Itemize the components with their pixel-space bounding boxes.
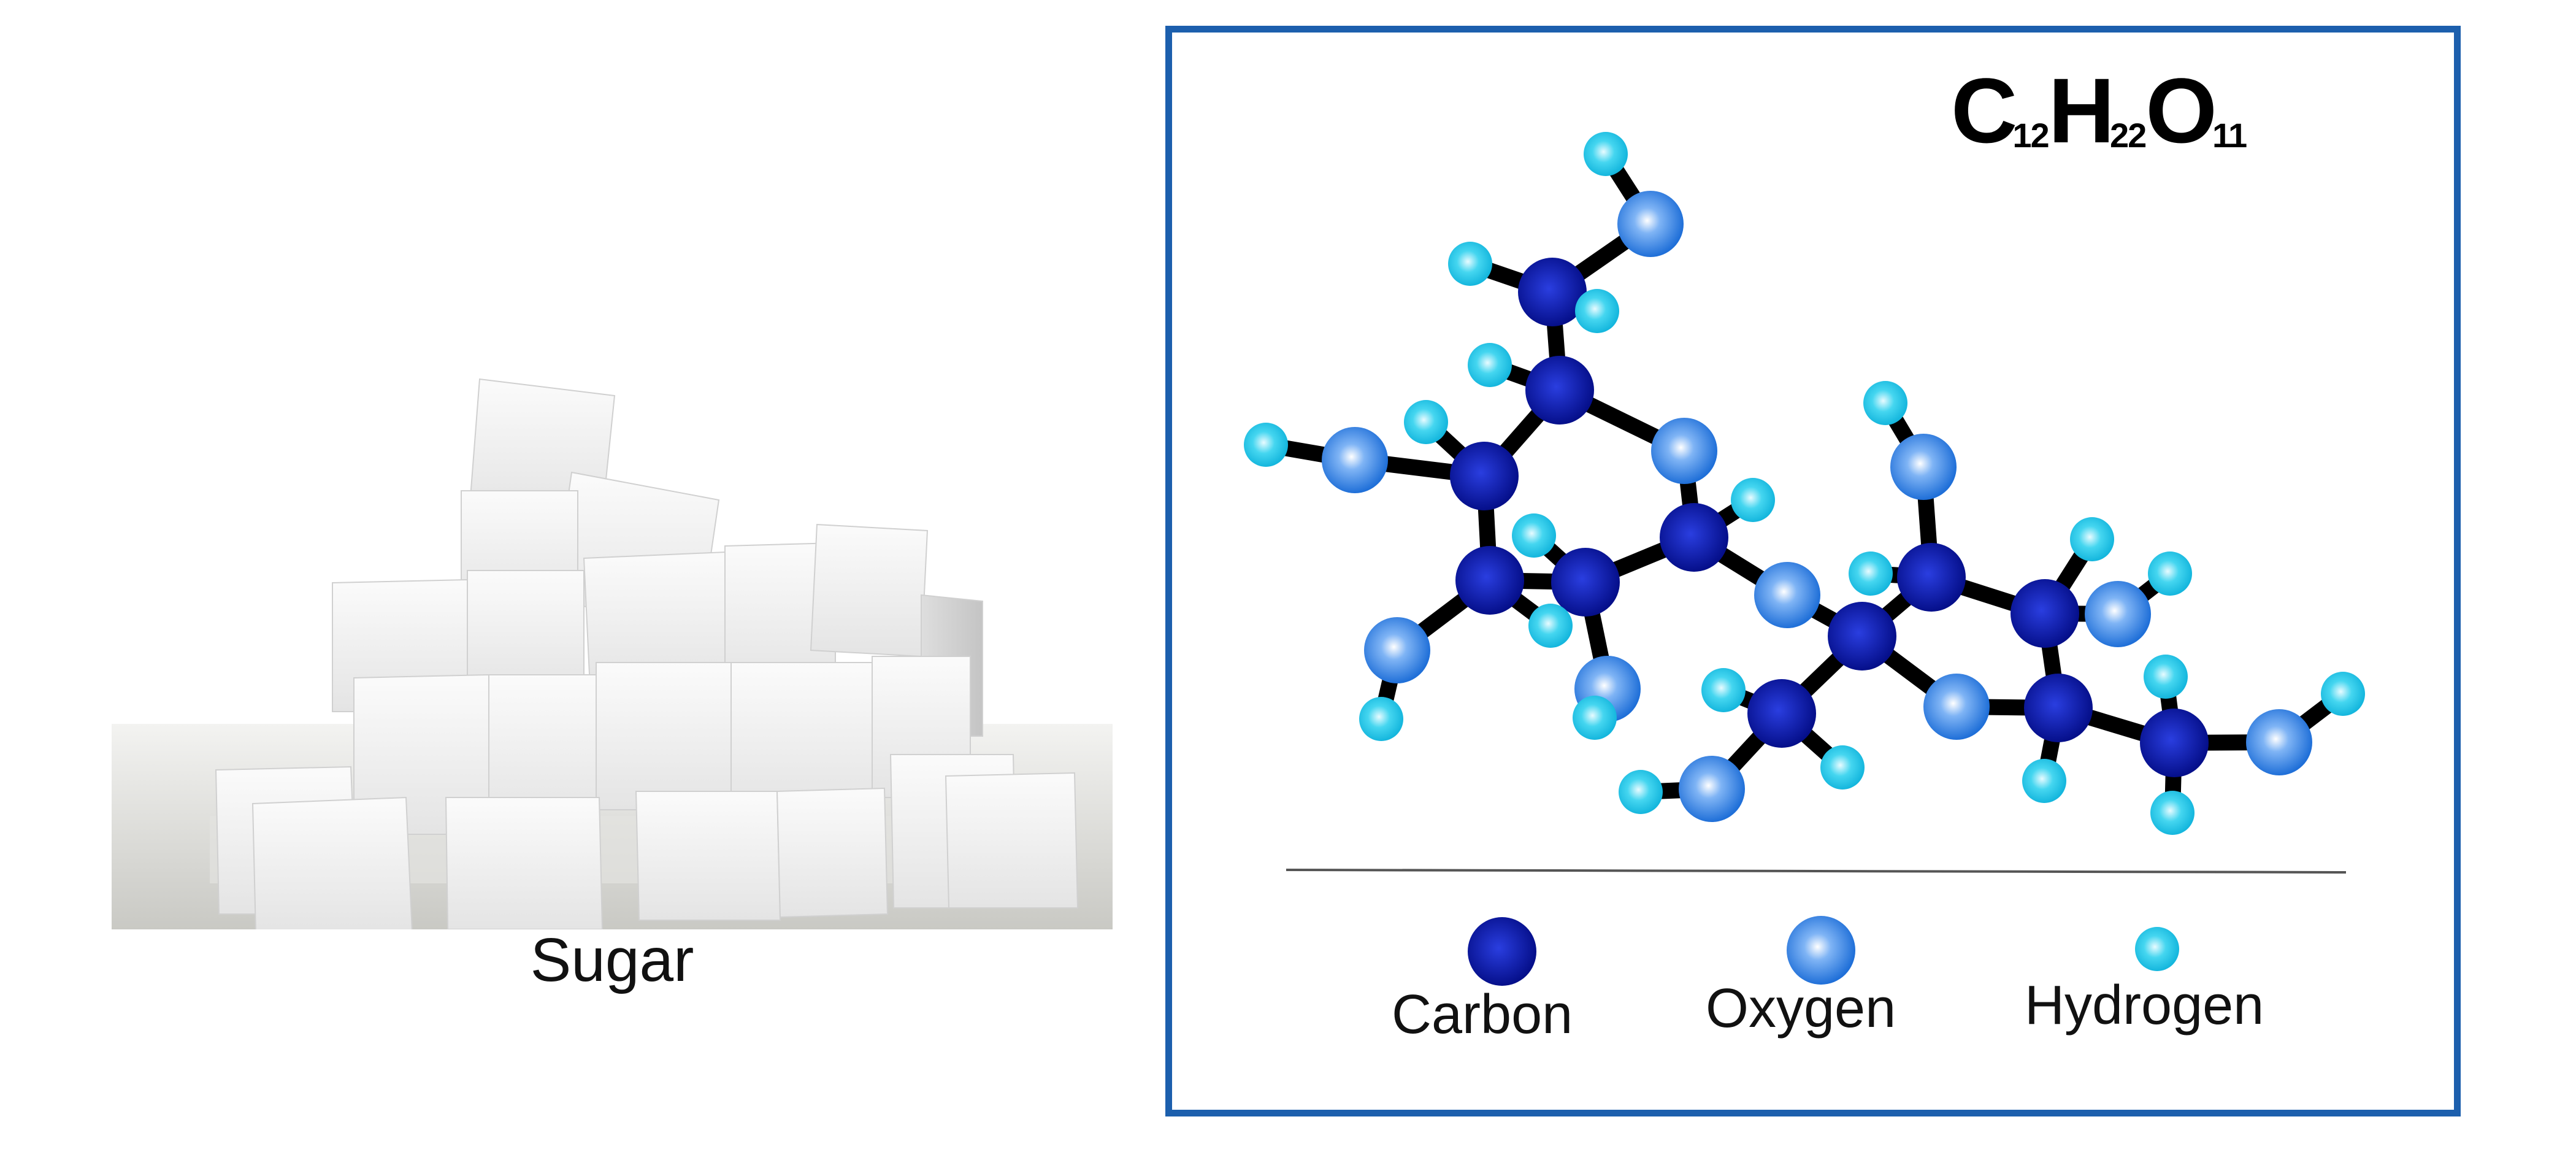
hydrogen-atom xyxy=(1448,242,1492,286)
oxygen-atom xyxy=(1651,418,1717,484)
hydrogen-atom xyxy=(1244,423,1288,467)
carbon-atom xyxy=(1897,543,1966,612)
molecule-panel: C12H22O11 Carbon Oxygen Hydrogen xyxy=(1165,26,2461,1116)
hydrogen-atom xyxy=(2144,655,2188,699)
oxygen-atom xyxy=(1890,434,1957,500)
hydrogen-atom xyxy=(1849,551,1893,596)
carbon-atom xyxy=(1525,356,1594,425)
formula-oxygen-count: 11 xyxy=(2212,116,2247,155)
sucrose-molecule-model xyxy=(1244,132,2365,986)
hydrogen-atom xyxy=(1468,343,1512,387)
oxygen-atom xyxy=(1754,562,1820,628)
hydrogen-atom xyxy=(2022,759,2066,803)
formula-carbon-count: 12 xyxy=(2012,116,2049,155)
legend-label-oxygen: Oxygen xyxy=(1706,978,1896,1039)
formula-hydrogen-count: 22 xyxy=(2109,116,2147,155)
oxygen-atom xyxy=(1679,756,1745,822)
hydrogen-atom xyxy=(1863,381,1907,425)
carbon-atom xyxy=(1747,679,1816,748)
carbon-atom xyxy=(1450,442,1519,510)
carbon-legend-icon xyxy=(1468,917,1536,986)
hydrogen-atom xyxy=(1731,478,1775,522)
oxygen-atom xyxy=(1364,617,1430,683)
hydrogen-atom xyxy=(1404,400,1448,444)
carbon-atom xyxy=(1518,258,1587,326)
formula-carbon-symbol: C xyxy=(1951,59,2017,162)
oxygen-atom xyxy=(2246,709,2312,775)
legend-divider xyxy=(1286,869,2347,874)
carbon-atom xyxy=(1828,602,1896,671)
oxygen-atom xyxy=(1617,191,1684,257)
carbon-atom xyxy=(2140,709,2209,777)
oxygen-atom xyxy=(2085,581,2151,647)
legend-label-carbon: Carbon xyxy=(1392,984,1573,1045)
hydrogen-atom xyxy=(1528,604,1573,648)
oxygen-atom xyxy=(1923,674,1990,740)
hydrogen-atom xyxy=(2070,517,2114,561)
oxygen-atom xyxy=(1322,427,1388,493)
hydrogen-atom xyxy=(2150,791,2195,835)
chemical-formula: C12H22O11 xyxy=(1951,64,2247,156)
hydrogen-legend-icon xyxy=(2135,927,2179,971)
hydrogen-atom xyxy=(1619,770,1663,814)
carbon-atom xyxy=(2011,579,2079,648)
carbon-atom xyxy=(2024,674,2093,742)
photo-caption: Sugar xyxy=(530,926,694,994)
carbon-atom xyxy=(1660,503,1728,572)
hydrogen-atom xyxy=(1359,697,1403,741)
formula-oxygen-symbol: O xyxy=(2145,59,2217,162)
hydrogen-atom xyxy=(1575,289,1619,333)
hydrogen-atom xyxy=(2148,551,2192,596)
hydrogen-atom xyxy=(1573,696,1617,740)
hydrogen-atom xyxy=(1820,745,1865,790)
legend-label-hydrogen: Hydrogen xyxy=(2025,975,2264,1036)
hydrogen-atom xyxy=(2321,672,2365,716)
sugar-cubes-photo xyxy=(112,368,1113,929)
hydrogen-atom xyxy=(1701,668,1746,712)
formula-hydrogen-symbol: H xyxy=(2048,59,2115,162)
carbon-atom xyxy=(1551,548,1620,617)
atoms xyxy=(1244,132,2365,835)
hydrogen-atom xyxy=(1512,513,1556,558)
carbon-atom xyxy=(1455,546,1524,615)
oxygen-legend-icon xyxy=(1787,916,1855,985)
hydrogen-atom xyxy=(1584,132,1628,176)
